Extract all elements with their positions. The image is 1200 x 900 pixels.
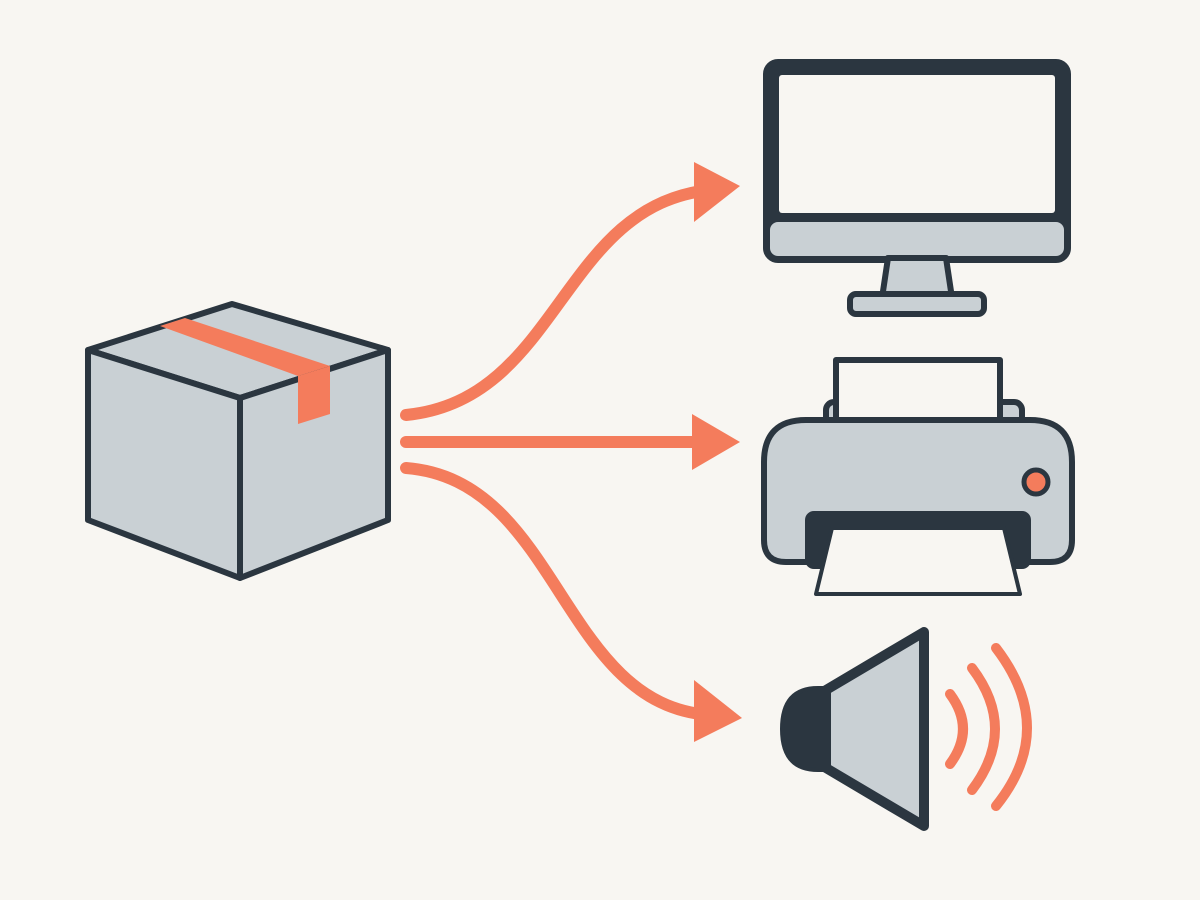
- arrowhead-printer: [692, 414, 740, 470]
- connector-arrows: [400, 184, 716, 721]
- monitor-screen: [779, 75, 1055, 213]
- box-right-face: [237, 347, 391, 581]
- arrow-to-monitor: [400, 184, 716, 421]
- printer-icon: [761, 357, 1075, 596]
- speaker-icon: [780, 627, 929, 831]
- printer-power-button: [1021, 467, 1051, 497]
- monitor-icon: [763, 59, 1071, 317]
- sound-wave-inner: [945, 689, 968, 769]
- sound-wave-middle: [967, 663, 1000, 795]
- speaker-cone: [821, 627, 929, 831]
- sound-wave-outer: [991, 643, 1032, 811]
- monitor-chin: [770, 222, 1064, 256]
- arrow-to-speaker: [400, 462, 716, 721]
- speaker-magnet: [780, 686, 828, 772]
- sound-waves-icon: [945, 643, 1032, 811]
- box-tape-side: [298, 366, 330, 424]
- printer-output-paper: [814, 526, 1022, 596]
- arrowhead-speaker: [694, 680, 742, 742]
- arrowheads: [692, 162, 742, 742]
- package-box-icon: [85, 301, 391, 581]
- box-tape-top: [160, 318, 330, 376]
- monitor-stand-base: [847, 291, 987, 317]
- arrowhead-monitor: [694, 162, 740, 222]
